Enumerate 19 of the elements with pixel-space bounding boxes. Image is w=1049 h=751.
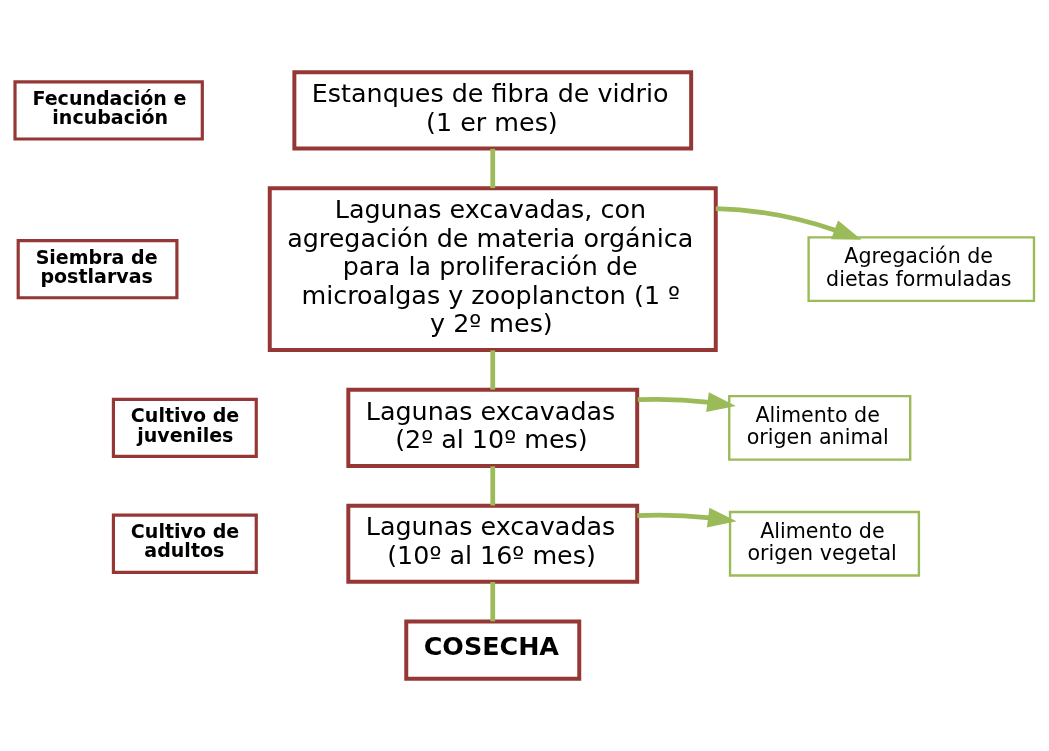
node-box: Alimento de origen animal bbox=[728, 394, 912, 461]
node-box: Cultivo de adultos bbox=[111, 513, 258, 574]
node-box: Estanques de fibra de vidrio (1 er mes) bbox=[292, 70, 694, 151]
node-box: Lagunas excavadas, con agregación de materia orgánica para la proliferación de microalgas y zooplancton (1 º y 2º mes) bbox=[267, 186, 718, 353]
node-box: COSECHA bbox=[404, 619, 582, 681]
node-box: Alimento de origen vegetal bbox=[728, 510, 921, 577]
connector bbox=[490, 350, 496, 390]
node-box: Agregación de dietas formuladas bbox=[807, 236, 1036, 303]
arrow bbox=[637, 392, 736, 412]
arrow bbox=[637, 507, 737, 528]
connector bbox=[490, 148, 496, 189]
node-box: Lagunas excavadas (10º al 16º mes) bbox=[346, 503, 640, 584]
node-box: Siembra de postlarvas bbox=[16, 239, 179, 300]
connector bbox=[490, 466, 496, 506]
node-box: Lagunas excavadas (2º al 10º mes) bbox=[346, 387, 640, 468]
connector bbox=[490, 582, 496, 622]
arrow bbox=[715, 206, 862, 240]
node-box: Fecundación e incubación bbox=[13, 80, 204, 141]
node-box: Cultivo de juveniles bbox=[111, 397, 258, 459]
